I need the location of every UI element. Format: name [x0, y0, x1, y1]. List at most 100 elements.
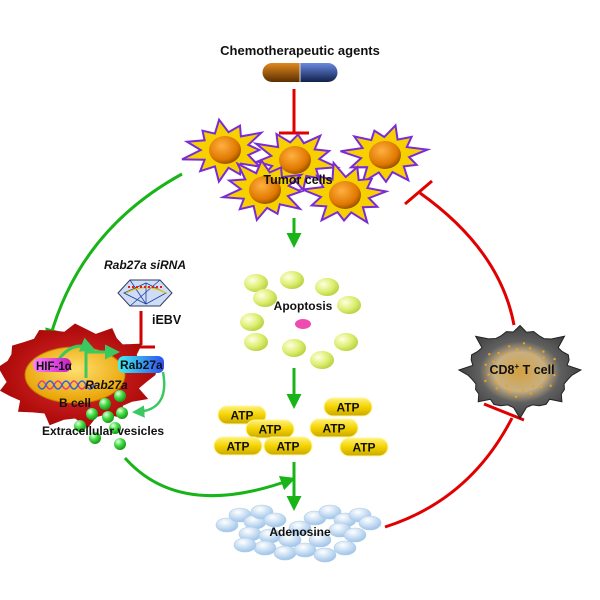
sirna-label: Rab27a siRNA: [104, 258, 186, 272]
granule: [495, 381, 498, 384]
extracellular-vesicle: [99, 398, 111, 410]
iebv-label: iEBV: [152, 313, 182, 327]
ev-label: Extracellular vesicles: [42, 424, 164, 438]
granule: [505, 385, 508, 388]
b-cell-nucleus: [24, 346, 126, 404]
granule: [484, 379, 487, 383]
adenosine-inhibits-cd8: [384, 402, 525, 529]
rab27a-to-ev-arrow: [132, 371, 166, 418]
granule: [532, 352, 535, 355]
atp-pill: ATP: [213, 436, 263, 456]
granule: [529, 392, 532, 395]
adenosine-molecule: [288, 520, 312, 536]
extracellular-vesicle: [102, 411, 114, 423]
chemo-inhibits-tumor: [279, 89, 309, 135]
apoptotic-core: [295, 319, 311, 329]
atp-pill: ATP: [263, 436, 313, 456]
granule: [514, 395, 518, 398]
extracellular-vesicle: [114, 438, 126, 450]
granule: [515, 348, 519, 351]
granule: [508, 345, 511, 348]
adenosine-molecule: [343, 527, 367, 543]
iebv-inhibits-rab27a: [128, 311, 155, 349]
chemo-label: Chemotherapeutic agents: [220, 43, 380, 58]
gene-to-rab27a-arrow: [84, 344, 120, 378]
apoptotic-body: [315, 278, 339, 296]
cd8-label: CD8+ T cell: [489, 362, 554, 377]
adenosine-molecule: [318, 504, 342, 520]
granule: [487, 373, 490, 376]
apoptotic-body: [280, 271, 304, 289]
atp-pill: ATP: [217, 405, 267, 425]
granule: [521, 389, 525, 392]
adenosine-molecule: [273, 545, 297, 561]
extracellular-vesicle: [86, 408, 98, 420]
atp-pill: ATP: [245, 419, 295, 439]
granule: [553, 357, 556, 361]
tumor-nucleus: [279, 146, 311, 174]
apoptotic-body: [334, 333, 358, 351]
tumor-nucleus: [209, 136, 241, 164]
extracellular-vesicle: [109, 422, 121, 434]
apoptosis-label: Apoptosis: [274, 299, 333, 313]
granule: [528, 347, 532, 350]
adenosine-molecule: [308, 532, 332, 548]
rab27a-protein-label: Rab27a: [120, 358, 163, 372]
rab27a-protein-box: [118, 356, 164, 373]
extracellular-vesicle: [114, 390, 126, 402]
apoptotic-body: [244, 333, 268, 351]
apoptotic-body: [253, 289, 277, 307]
extracellular-vesicle: [116, 407, 128, 419]
tumor-cell: [340, 123, 432, 185]
granule: [492, 368, 495, 372]
granule: [540, 385, 543, 389]
granule: [505, 352, 508, 355]
dna-helix-icon: [37, 380, 95, 390]
adenosine-molecule: [215, 517, 239, 533]
apoptotic-body: [337, 296, 361, 314]
cd8-cell-body: [457, 324, 583, 420]
capsule-icon: [262, 63, 338, 82]
adenosine-molecule: [313, 547, 337, 563]
atp-label: ATP: [322, 422, 345, 436]
adenosine-molecule: [358, 515, 382, 531]
granule: [542, 356, 545, 359]
granule: [497, 351, 500, 355]
cd8-inhibits-tumor: [404, 179, 516, 326]
iebv-particle-icon: [117, 279, 173, 307]
apoptotic-bodies: [240, 271, 361, 369]
atp-pill: ATP: [339, 437, 389, 457]
b-cell: [0, 323, 158, 428]
granule: [484, 363, 487, 366]
granule: [522, 342, 526, 345]
apoptotic-body: [240, 313, 264, 331]
atp-label: ATP: [230, 409, 253, 423]
apoptotic-body: [310, 351, 334, 369]
adenosine-molecule: [253, 540, 277, 556]
atp-pill: ATP: [309, 418, 359, 438]
adenosine-molecule: [263, 512, 287, 528]
adenosine-cloud: [215, 504, 382, 563]
granule: [553, 374, 556, 377]
adenosine-label: Adenosine: [269, 525, 331, 539]
tumor-nucleus: [249, 176, 281, 204]
b-cell-label: B cell: [59, 396, 91, 410]
atp-pill: ATP: [323, 397, 373, 417]
granule: [545, 368, 548, 372]
atp-label: ATP: [226, 440, 249, 454]
granule: [549, 384, 552, 387]
extracellular-vesicles: [74, 390, 128, 450]
rab27a-gene-label: Rab27a: [85, 378, 128, 392]
granule: [492, 360, 495, 363]
adenosine-molecule: [293, 542, 317, 558]
apoptotic-body: [244, 274, 268, 292]
adenosine-molecule: [333, 540, 357, 556]
extracellular-vesicle: [74, 420, 86, 432]
granule: [532, 385, 535, 388]
cd8-t-cell: [457, 324, 583, 420]
atp-label: ATP: [352, 441, 375, 455]
tumor-cells-cluster: [181, 117, 432, 225]
atp-label: ATP: [336, 401, 359, 415]
